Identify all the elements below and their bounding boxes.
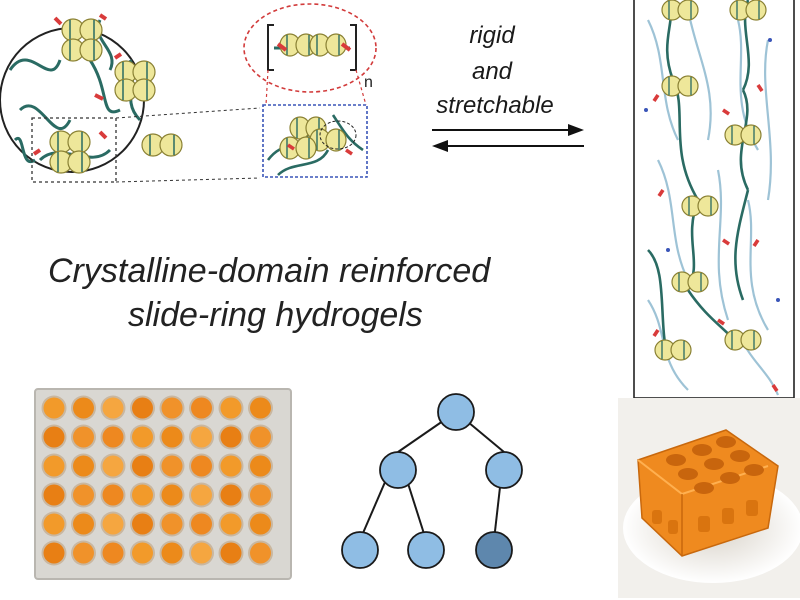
- well: [220, 397, 242, 419]
- well: [73, 455, 94, 477]
- well: [43, 513, 65, 535]
- well: [161, 455, 183, 477]
- well: [220, 484, 242, 506]
- well: [250, 484, 271, 506]
- zoomed-crystalline-domain: [243, 3, 377, 178]
- well: [250, 397, 271, 419]
- well: [132, 484, 153, 506]
- well: [161, 484, 183, 506]
- well: [191, 397, 212, 419]
- well: [250, 513, 271, 535]
- well: [102, 426, 124, 448]
- well: [220, 542, 242, 564]
- well: [43, 426, 65, 448]
- well: [102, 455, 124, 477]
- well-plate-photo: [34, 388, 292, 580]
- well: [73, 426, 94, 448]
- title-line-2: slide-ring hydrogels: [128, 296, 423, 334]
- well: [250, 542, 271, 564]
- well: [191, 455, 212, 477]
- well: [191, 513, 212, 535]
- well: [191, 484, 212, 506]
- title-line-1: Crystalline-domain reinforced: [48, 252, 491, 290]
- arrow-label-rigid: rigid: [469, 22, 515, 49]
- well-plate-grid: [41, 395, 273, 566]
- well: [73, 542, 94, 564]
- well: [73, 397, 94, 419]
- arrow-label-and: and: [471, 58, 513, 85]
- repeat-unit-subscript: n: [364, 74, 373, 91]
- well: [102, 513, 124, 535]
- well: [161, 426, 183, 448]
- well: [220, 513, 242, 535]
- magnified-network-circle: [0, 13, 260, 183]
- well: [191, 542, 212, 564]
- orange-hydrogel-lattice-photo: [618, 398, 800, 598]
- stretched-network-panel: [633, 0, 795, 399]
- well: [191, 426, 212, 448]
- well: [132, 397, 153, 419]
- well: [102, 542, 124, 564]
- well: [132, 426, 153, 448]
- well: [161, 397, 183, 419]
- well: [132, 542, 153, 564]
- well: [250, 426, 271, 448]
- well: [73, 484, 94, 506]
- well: [132, 513, 153, 535]
- well: [43, 455, 65, 477]
- well: [102, 484, 124, 506]
- binary-tree-icon: [341, 393, 523, 569]
- well: [102, 397, 124, 419]
- well: [132, 455, 153, 477]
- well: [43, 397, 65, 419]
- well: [161, 513, 183, 535]
- well: [250, 455, 271, 477]
- arrow-label-stretchable: stretchable: [436, 92, 554, 119]
- well: [43, 484, 65, 506]
- bidirectional-arrow-icon: [432, 124, 584, 152]
- well: [161, 542, 183, 564]
- well: [220, 455, 242, 477]
- well: [43, 542, 65, 564]
- well: [220, 426, 242, 448]
- well: [73, 513, 94, 535]
